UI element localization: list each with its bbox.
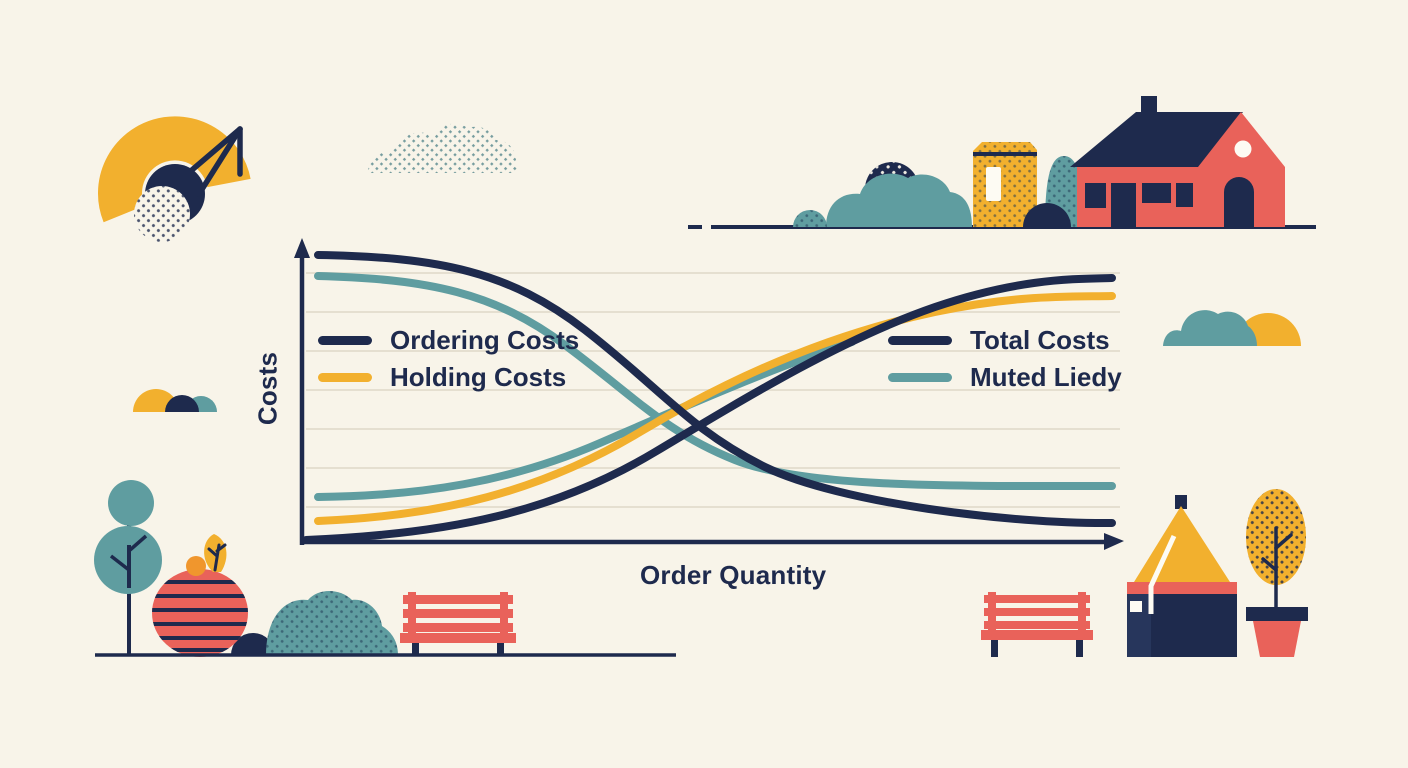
park-scene-left bbox=[94, 480, 676, 657]
y-axis-label: Costs bbox=[252, 351, 283, 426]
teal-cloud bbox=[826, 173, 972, 227]
legend-label-holding-costs: Holding Costs bbox=[390, 361, 567, 392]
bench-icon bbox=[981, 592, 1093, 657]
legend-swatch-holding bbox=[318, 372, 372, 382]
legend-label-muted-liedy: Muted Liedy bbox=[970, 361, 1122, 392]
chart-plot bbox=[294, 238, 1124, 550]
legend-right: Total Costs Muted Liedy bbox=[888, 325, 1122, 392]
y-axis bbox=[294, 238, 310, 545]
scene-bottom-right bbox=[981, 489, 1308, 657]
sunset-cloud-icon bbox=[133, 389, 217, 412]
legend-swatch-ordering bbox=[318, 335, 372, 345]
legend-swatch-muted-liedy bbox=[888, 372, 952, 382]
legend-label-total-costs: Total Costs bbox=[970, 324, 1110, 355]
striped-bush-icon bbox=[152, 534, 248, 657]
gauge-needle-icon bbox=[176, 126, 243, 197]
navy-dome bbox=[1023, 203, 1071, 227]
curve-muted-liedy-ascending bbox=[314, 338, 856, 501]
yellow-tower bbox=[973, 142, 1037, 227]
sun-cloud-icon bbox=[1163, 310, 1301, 346]
legend-label-ordering-costs: Ordering Costs bbox=[390, 324, 580, 355]
house-icon bbox=[1070, 96, 1285, 227]
dotted-teal-dome bbox=[793, 210, 827, 227]
legend-left: Ordering Costs Holding Costs bbox=[318, 325, 579, 392]
potted-plant-icon bbox=[1246, 489, 1308, 657]
legend-item-ordering-costs: Ordering Costs bbox=[318, 325, 579, 355]
x-axis bbox=[300, 533, 1124, 550]
legend-item-holding-costs: Holding Costs bbox=[318, 362, 579, 392]
legend-swatch-total bbox=[888, 335, 952, 345]
dotted-cloud-icon bbox=[368, 123, 518, 173]
x-axis-label: Order Quantity bbox=[640, 560, 827, 590]
curve-holding-costs bbox=[314, 292, 1116, 525]
legend-item-total-costs: Total Costs bbox=[888, 325, 1122, 355]
navy-dome bbox=[231, 633, 275, 655]
bench-icon bbox=[400, 592, 516, 656]
curve-total-costs bbox=[302, 274, 1116, 544]
curve-ordering-costs bbox=[314, 251, 1116, 528]
tree-icon bbox=[94, 480, 162, 655]
gauge-illustration bbox=[98, 116, 251, 242]
tent-hut-icon bbox=[1127, 495, 1237, 657]
curve-muted-liedy-descending bbox=[314, 272, 1116, 491]
house-scene bbox=[688, 96, 1316, 229]
legend-item-muted-liedy: Muted Liedy bbox=[888, 362, 1122, 392]
dotted-teal-bush bbox=[266, 591, 398, 655]
